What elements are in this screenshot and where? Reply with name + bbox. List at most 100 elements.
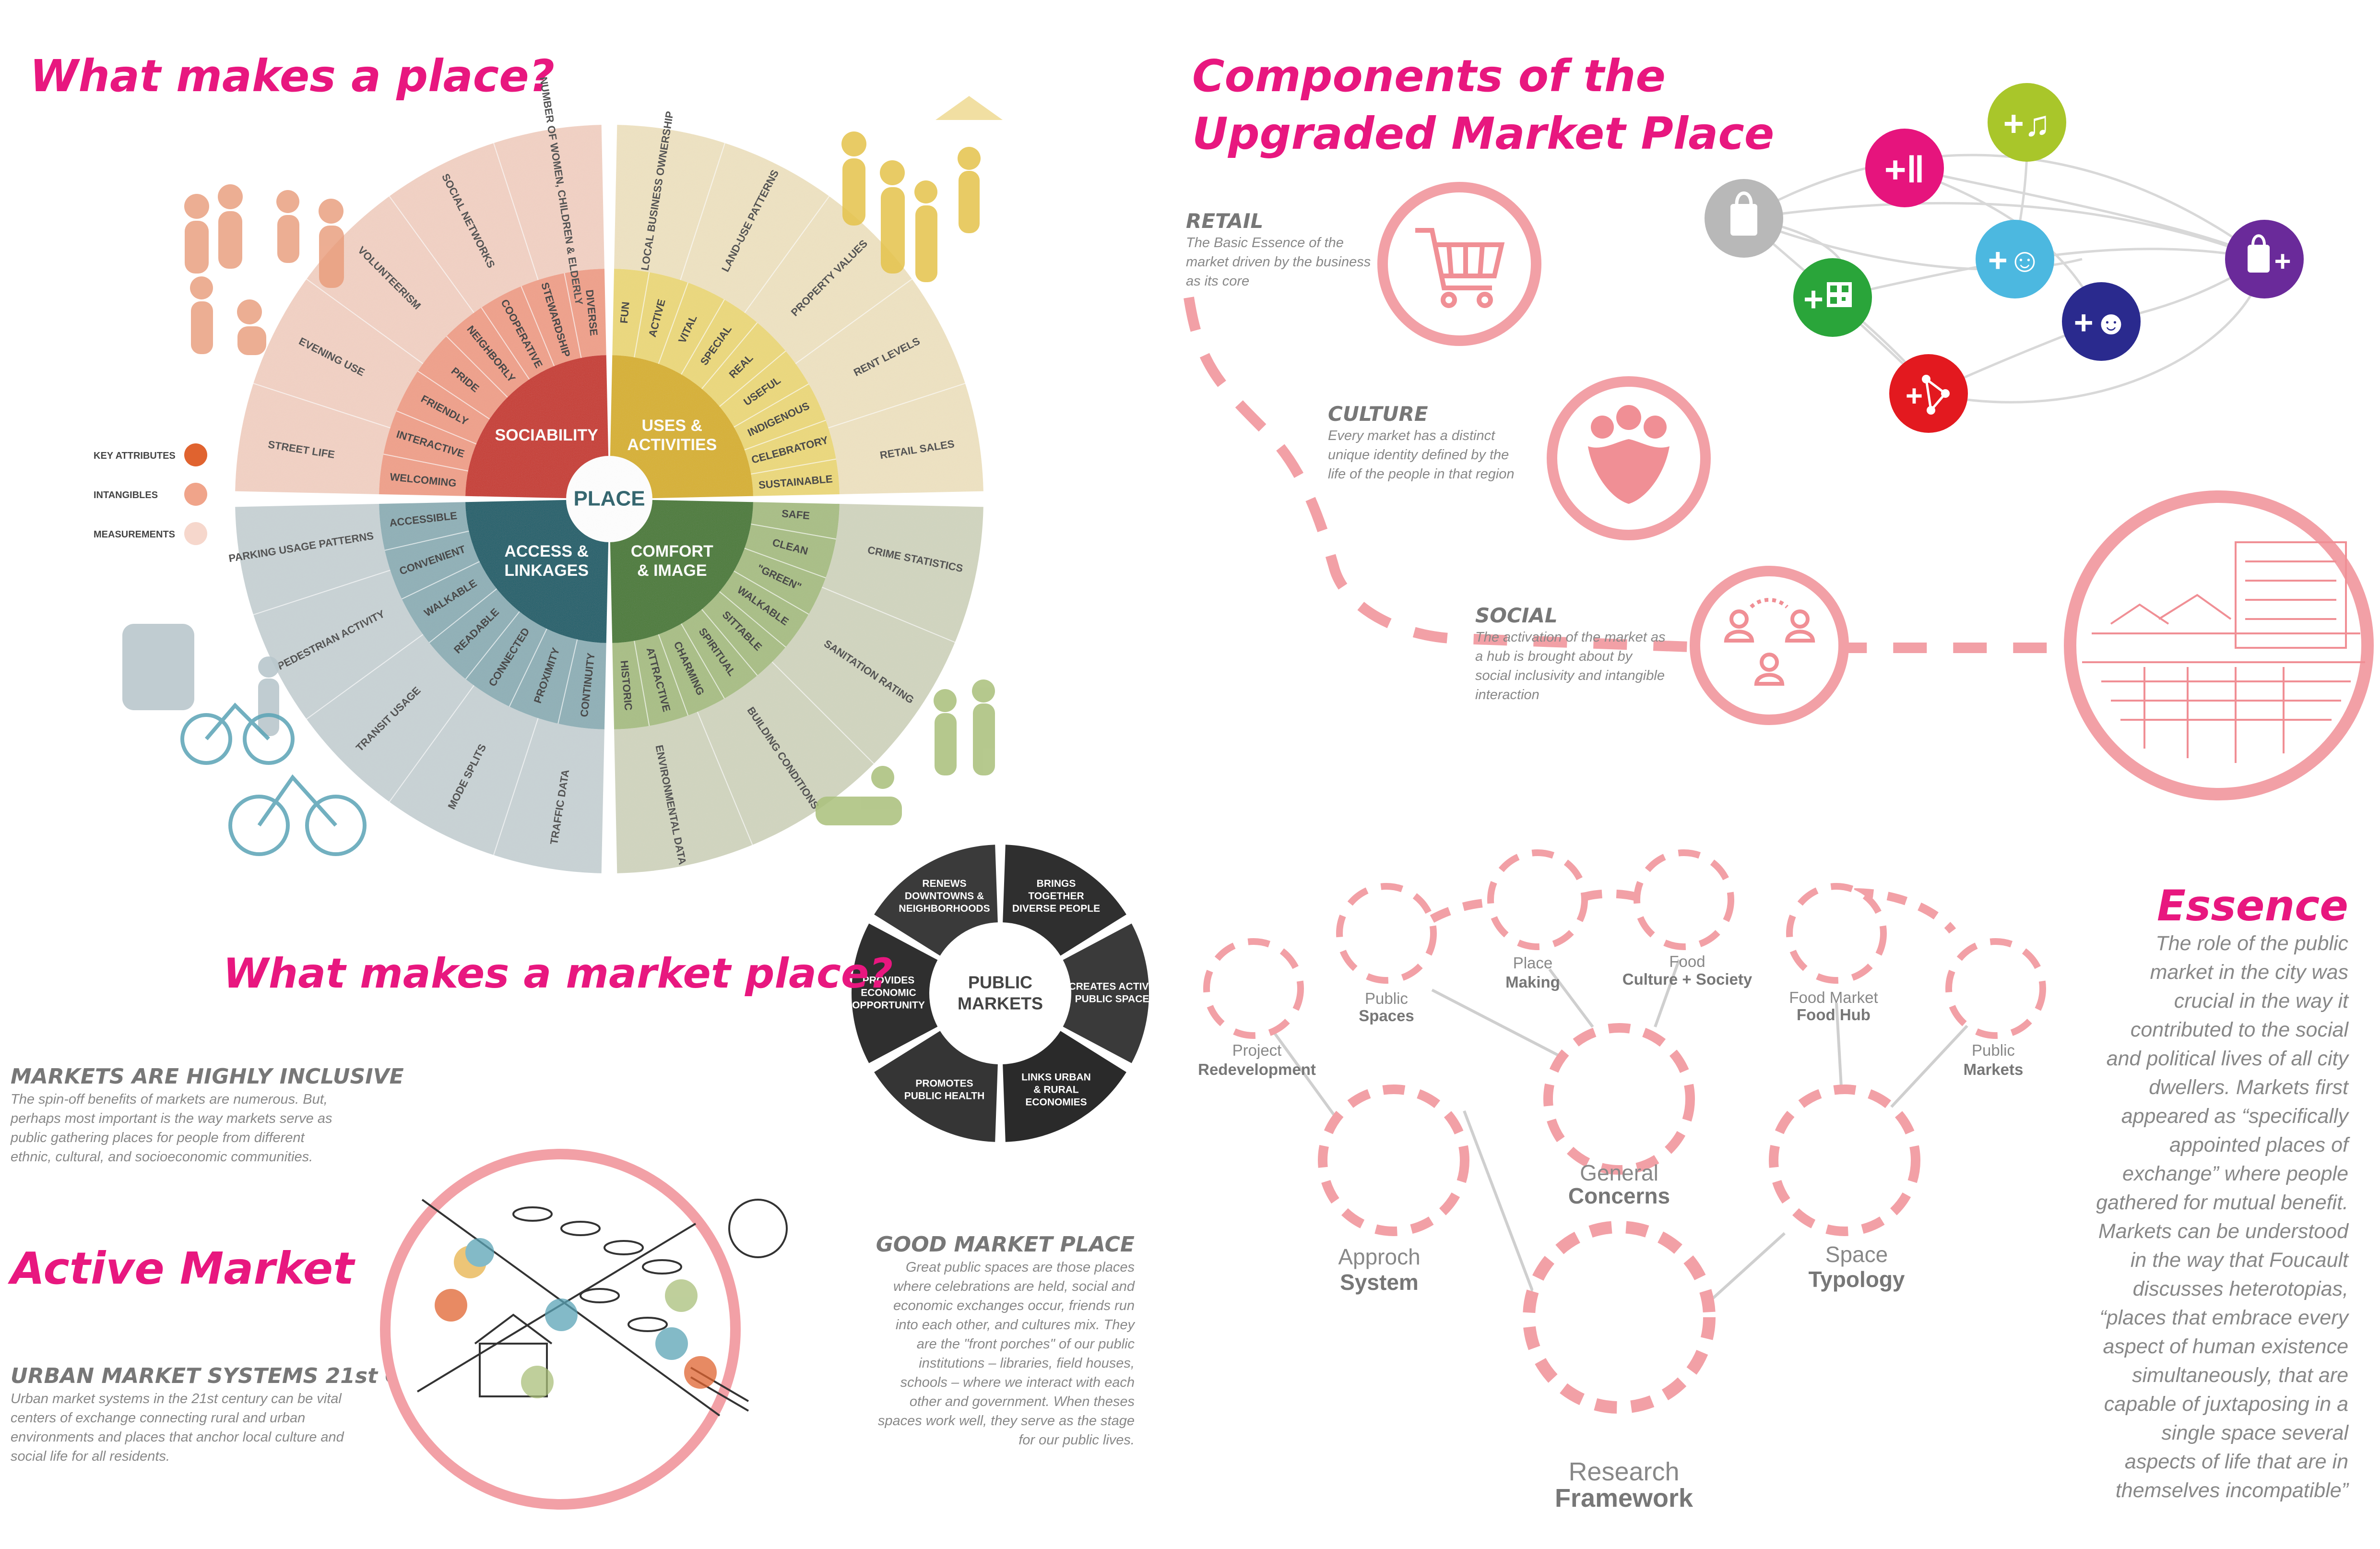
wheel-key-attribute-sector: [465, 500, 609, 643]
bag-plus-icon: +: [2225, 220, 2304, 298]
essence-line: contributed to the social: [2131, 1018, 2349, 1041]
good-market-line: schools – where we interact with each: [900, 1375, 1135, 1390]
essence-line: aspects of life that are in: [2125, 1450, 2348, 1473]
good-market-line: into each other, and cultures mix. They: [896, 1317, 1136, 1333]
essence-line: themselves incompatible”: [2116, 1479, 2349, 1502]
framework-node-sublabel: Typology: [1808, 1267, 1905, 1292]
public-markets-segment: [874, 845, 998, 956]
good-market-line: where celebrations are held, social and: [893, 1279, 1135, 1294]
social-line: social inclusivity and intangible: [1475, 668, 1665, 683]
framework-node-label: Approch: [1338, 1244, 1420, 1269]
framework-node-sublabel: Culture + Society: [1622, 970, 1752, 988]
essence-line: aspect of human existence: [2103, 1335, 2348, 1358]
inclusive-line: ethnic, cultural, and socioeconomic comm…: [11, 1149, 313, 1165]
legend-label: MEASUREMENTS: [94, 529, 175, 540]
essence-line: appeared as “specifically: [2121, 1105, 2350, 1128]
svg-text:+‖: +‖: [1884, 148, 1925, 191]
urban-heading: URBAN MARKET SYSTEMS 21st CE.: [11, 1364, 423, 1388]
essence-line: capable of juxtaposing in a: [2104, 1393, 2348, 1416]
framework-node-sublabel: Spaces: [1359, 1007, 1414, 1025]
framework-node-label: Public: [1365, 989, 1408, 1007]
inclusive-paragraph: The spin-off benefits of markets are num…: [10, 1092, 332, 1165]
components-title-line1: Components of the: [1192, 50, 1666, 102]
urban-paragraph: Urban market systems in the 21st century…: [11, 1391, 344, 1464]
framework-node-sublabel: Framework: [1555, 1484, 1693, 1513]
urban-line: social life for all residents.: [11, 1449, 170, 1464]
framework-node-sublabel: Redevelopment: [1198, 1060, 1316, 1078]
qr-plus-icon: +: [1793, 258, 1872, 337]
research-framework: ResearchFrameworkApprochSystemGeneralCon…: [1198, 849, 2046, 1513]
inclusive-heading: MARKETS ARE HIGHLY INCLUSIVE: [11, 1064, 404, 1089]
cyclists-icon: [180, 703, 367, 856]
essence-paragraph: The role of the public market in the city…: [2096, 932, 2350, 1502]
framework-node-label: Research: [1568, 1457, 1679, 1486]
public-markets-center-label: MARKETS: [958, 994, 1043, 1013]
essence-line: market in the city was: [2150, 961, 2348, 984]
essence-line: Markets can be understood: [2098, 1220, 2349, 1243]
network-plus-icon: +: [1889, 354, 1968, 433]
retail-heading: RETAIL: [1186, 209, 1263, 233]
social-line: a hub is brought about by: [1475, 649, 1633, 664]
wheel-center-label: PLACE: [573, 487, 645, 511]
public-markets-segment-label: PUBLIC SPACE: [1075, 994, 1149, 1005]
essence-line: crucial in the way it: [2174, 989, 2349, 1013]
public-markets-segment-label: PUBLIC HEALTH: [904, 1090, 985, 1101]
social-line: interaction: [1475, 687, 1539, 703]
people-silhouettes-icon: [184, 184, 344, 355]
public-markets-segment-label: CREATES ACTIVE: [1069, 981, 1156, 992]
public-markets-segment-label: ECONOMIC: [861, 988, 916, 999]
urban-line: Urban market systems in the 21st century…: [11, 1391, 342, 1406]
public-markets-segment: [852, 923, 938, 1063]
key-attribute-label: LINKAGES: [504, 561, 589, 580]
inclusive-line: perhaps most important is the way market…: [10, 1111, 332, 1126]
intangible-label: SAFE: [781, 507, 810, 522]
public-markets-center: [933, 926, 1067, 1060]
urban-line: centers of exchange connecting rural and…: [11, 1410, 305, 1426]
framework-node-label: Food: [1669, 953, 1705, 970]
culture-line: unique identity defined by the: [1328, 447, 1509, 463]
transit-silhouettes-icon: [122, 624, 279, 736]
good-market-line: other and government. When theses: [910, 1394, 1135, 1409]
wheel-key-attribute-sector: [610, 500, 753, 643]
framework-node-sublabel: Making: [1505, 973, 1560, 991]
key-attribute-label: SOCIABILITY: [495, 426, 599, 444]
public-markets-segment-label: NEIGHBORHOODS: [899, 903, 990, 914]
framework-node-label: Space: [1825, 1242, 1888, 1267]
good-market-line: institutions – libraries, field houses,: [919, 1356, 1135, 1371]
public-markets-segment-label: RENEWS: [922, 878, 966, 889]
framework-node-sublabel: System: [1340, 1270, 1419, 1295]
legend-label: KEY ATTRIBUTES: [94, 451, 176, 461]
social-heading: SOCIAL: [1475, 604, 1558, 627]
public-markets-segment-label: ECONOMIES: [1025, 1096, 1087, 1108]
essence-line: “places that embrace every: [2099, 1306, 2349, 1329]
public-markets-segment-label: BRINGS: [1037, 878, 1076, 889]
public-markets-segment: [1003, 845, 1126, 956]
key-attribute-label: USES &: [642, 417, 703, 435]
kids-plus-icon: +☺: [1976, 220, 2054, 298]
key-attribute-label: ACTIVITIES: [627, 436, 717, 454]
svg-text:+♫: +♫: [2003, 104, 2051, 143]
social-circle: [1690, 566, 1849, 725]
key-attribute-label: ACCESS &: [504, 542, 589, 560]
culture-circle: [1547, 376, 1711, 540]
framework-node-label: Place: [1513, 954, 1553, 972]
active-market-title: Active Market: [8, 1243, 355, 1294]
good-market-line: Great public spaces are those places: [906, 1260, 1135, 1275]
public-markets-segment-label: PROVIDES: [863, 975, 915, 986]
essence-line: single space several: [2161, 1421, 2349, 1444]
public-markets-segment-label: DOWNTOWNS &: [905, 891, 984, 902]
good-market-heading: GOOD MARKET PLACE: [876, 1232, 1135, 1257]
public-markets-segment: [1003, 1031, 1126, 1142]
culture-line: Every market has a distinct: [1328, 428, 1496, 443]
wheel-key-attribute-sector: [610, 355, 753, 499]
public-markets-center-label: PUBLIC: [968, 973, 1032, 992]
svg-text:+: +: [1803, 280, 1823, 319]
component-network: +‖ +♫ + +☺ +☻ + +: [1705, 83, 2304, 433]
culture-heading: CULTURE: [1328, 402, 1428, 426]
essence-line: gathered for mutual benefit.: [2096, 1191, 2348, 1214]
shopping-bag-icon: [1705, 179, 1783, 258]
svg-text:+: +: [2274, 245, 2291, 277]
essence-line: The role of the public: [2155, 932, 2348, 955]
place-wheel: WELCOMINGINTERACTIVEFRIENDLYPRIDENEIGHBO…: [228, 76, 983, 873]
